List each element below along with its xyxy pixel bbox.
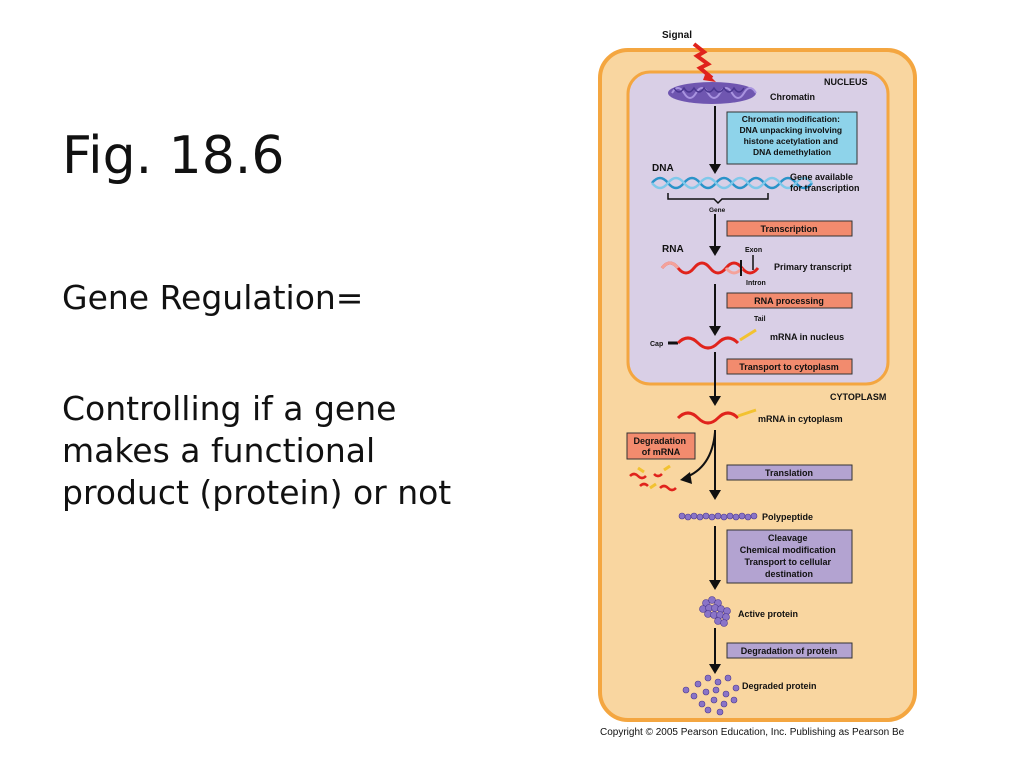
- transcription-label: Transcription: [760, 224, 817, 234]
- chromatin-mod-line-1: Chromatin modification:: [742, 114, 840, 124]
- post-translation-text: Cleavage Chemical modification Transport…: [740, 533, 839, 579]
- poly-a-tail: [739, 328, 757, 342]
- post-translation-line-3: Transport to cellular: [744, 557, 831, 567]
- polypeptide-icon: [678, 512, 758, 521]
- degradation-mrna-line-2: of mRNA: [642, 447, 681, 457]
- degradation-protein-box: [726, 642, 853, 659]
- signal-bolt-icon: [692, 42, 714, 80]
- gene-available-label: Gene available for transcription: [790, 172, 860, 193]
- primary-transcript-label: Primary transcript: [774, 262, 852, 272]
- mrna-cytoplasm-icon: [676, 411, 740, 425]
- translation-box: [726, 464, 853, 481]
- arrowhead-icon: [709, 326, 721, 336]
- arrowhead-icon: [709, 664, 721, 674]
- mrna-nucleus-icon: [676, 336, 740, 350]
- signal-label: Signal: [662, 30, 692, 41]
- arrowhead-icon: [709, 164, 721, 174]
- polypeptide-label: Polypeptide: [762, 512, 813, 522]
- slide-title: Fig. 18.6: [62, 126, 285, 186]
- post-translation-line-1: Cleavage: [768, 533, 808, 543]
- transport-label: Transport to cytoplasm: [739, 362, 839, 372]
- chromatin-modification-box: [726, 111, 858, 165]
- cytoplasm-label: CYTOPLASM: [830, 392, 886, 402]
- gene-bracket: [667, 193, 769, 205]
- translation-label: Translation: [765, 468, 813, 478]
- degradation-mrna-line-1: Degradation: [633, 436, 686, 446]
- chromatin-mod-line-4: DNA demethylation: [753, 147, 831, 157]
- transcription-box: [726, 220, 853, 237]
- degradation-protein-label: Degradation of protein: [741, 646, 838, 656]
- arrowhead-icon: [709, 396, 721, 406]
- post-translation-line-4: destination: [765, 569, 813, 579]
- gene-available-line-1: Gene available: [790, 172, 853, 182]
- slide-body-text: Controlling if a gene makes a functional…: [62, 389, 452, 512]
- poly-a-tail: [737, 408, 757, 418]
- rna-processing-label: RNA processing: [754, 296, 824, 306]
- chromatin-modification-text: Chromatin modification: DNA unpacking in…: [739, 114, 844, 157]
- rna-processing-box: [726, 292, 853, 309]
- transport-box: [726, 358, 853, 375]
- chromatin-mod-line-3: histone acetylation and: [744, 136, 838, 146]
- degraded-protein-icon: [682, 674, 740, 716]
- dna-helix-icon: [651, 176, 813, 190]
- rna-label: RNA: [662, 244, 684, 255]
- copyright-text: Copyright © 2005 Pearson Education, Inc.…: [600, 727, 905, 738]
- arrowhead-icon: [709, 580, 721, 590]
- chromatin-label: Chromatin: [770, 92, 815, 102]
- dna-label: DNA: [652, 163, 674, 174]
- tail-label: Tail: [754, 316, 766, 323]
- arrowhead-icon: [709, 490, 721, 500]
- chromatin-icon: [668, 82, 757, 104]
- cap-label: Cap: [650, 341, 663, 348]
- slide-subtitle: Gene Regulation=: [62, 278, 364, 317]
- arrowhead-icon: [709, 246, 721, 256]
- post-translation-box: [726, 529, 853, 584]
- active-protein-icon: [699, 596, 731, 627]
- mrna-fragments-icon: [629, 464, 677, 492]
- gene-available-line-2: for transcription: [790, 183, 860, 193]
- gene-regulation-figure: Signal NUCLEUS Chromatin Chromatin modif…: [598, 30, 917, 738]
- mrna-cytoplasm-label: mRNA in cytoplasm: [758, 414, 843, 424]
- chromatin-mod-line-2: DNA unpacking involving: [739, 125, 842, 135]
- degradation-mrna-text: Degradation of mRNA: [633, 436, 688, 457]
- degraded-protein-label: Degraded protein: [742, 681, 817, 691]
- post-translation-line-2: Chemical modification: [740, 545, 836, 555]
- nucleus-label: NUCLEUS: [824, 77, 868, 87]
- arrowhead-icon: [680, 472, 692, 484]
- exon-label: Exon: [745, 247, 762, 254]
- gene-label: Gene: [709, 207, 726, 214]
- mrna-nucleus-label: mRNA in nucleus: [770, 332, 844, 342]
- degradation-mrna-box: [626, 432, 696, 460]
- intron-label: Intron: [746, 280, 766, 287]
- active-protein-label: Active protein: [738, 609, 798, 619]
- signal-arrowhead-icon: [703, 72, 716, 82]
